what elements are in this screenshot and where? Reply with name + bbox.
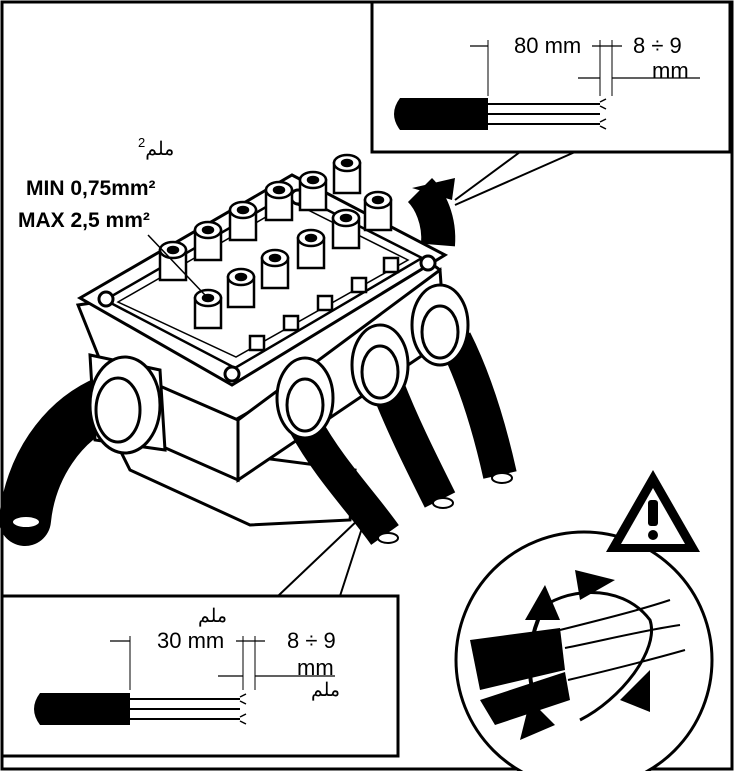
- top-sheath-strip-label: 80 mm: [514, 33, 582, 58]
- cable-sheath: [394, 98, 488, 130]
- terminal-screw: [264, 180, 294, 222]
- cable-front-1: [275, 356, 399, 545]
- warning-triangle-icon: [606, 470, 700, 552]
- twist-arrow-icon: [525, 585, 560, 620]
- cable-sheath: [34, 693, 130, 725]
- cable-front-2: [350, 323, 456, 509]
- bottom-arabic-unit-bottom: ملم: [311, 680, 341, 701]
- top-conductor-strip-label-line2: mm: [652, 58, 689, 83]
- spec-unit-label: ملم2: [138, 136, 175, 160]
- cable-left: [0, 353, 167, 546]
- bottom-conductor-strip-label-line2: mm: [297, 655, 334, 680]
- terminal-screw: [331, 208, 361, 250]
- bottom-conductor-strip-label-line1: 8 ÷ 9: [287, 628, 336, 653]
- top-conductor-strip-label-line1: 8 ÷ 9: [633, 33, 682, 58]
- terminal-screw: [260, 248, 290, 290]
- terminal-screw: [193, 288, 223, 330]
- spec-min-label: MIN 0,75mm²: [26, 177, 156, 200]
- terminal-screw: [332, 153, 362, 195]
- inset-top: [370, 0, 732, 206]
- bottom-sheath-strip-label: 30 mm: [157, 628, 225, 653]
- twist-arrow-icon: [575, 570, 615, 600]
- twist-arrow-icon: [620, 670, 650, 712]
- terminal-screw: [228, 200, 258, 242]
- spec-leader-line: [147, 234, 206, 296]
- warning-detail: [454, 530, 714, 771]
- spec-unit-superscript: 2: [138, 135, 146, 150]
- bottom-arabic-unit-top: ملم: [198, 606, 228, 627]
- inset-bottom: [0, 517, 400, 758]
- terminal-screw: [226, 267, 256, 309]
- cable-rear: [407, 177, 456, 247]
- spec-max-label: MAX 2,5 mm²: [18, 209, 150, 232]
- twist-arrow-icon: [520, 700, 555, 740]
- terminal-screw: [193, 220, 223, 262]
- terminal-screw: [363, 190, 393, 232]
- terminal-screw: [298, 170, 328, 212]
- terminal-screw: [296, 228, 326, 270]
- spec-unit-arabic: ملم: [145, 139, 175, 160]
- cable-front-3: [410, 283, 517, 484]
- terminal-block: [158, 153, 400, 352]
